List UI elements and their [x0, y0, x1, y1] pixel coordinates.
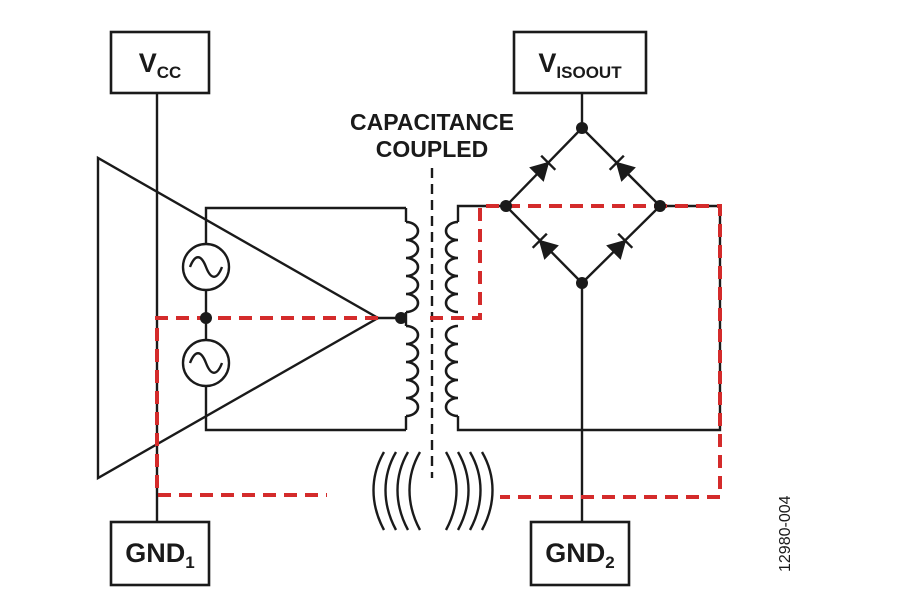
gnd2-box: GND2: [529, 520, 631, 587]
svg-text:GND2: GND2: [545, 538, 614, 572]
diode-icon: [608, 154, 636, 182]
amplifier-triangle-icon: [96, 155, 381, 481]
ac-source-icon: [181, 242, 231, 292]
transformer-coil-icon: [405, 220, 420, 314]
junction-dot: [395, 312, 407, 324]
primary-bottom-wire: [204, 386, 406, 432]
gnd1-sub: 1: [185, 553, 194, 572]
svg-text:VCC: VCC: [139, 48, 182, 82]
secondary-return-wire: [456, 204, 722, 432]
visoout-box: VISOOUT: [512, 30, 648, 95]
gnd1-main: GND: [125, 538, 185, 568]
ac-source-icon: [181, 338, 231, 388]
current-path-secondary: [430, 204, 722, 499]
gnd2-sub: 2: [605, 553, 614, 572]
vcc-main: V: [139, 48, 157, 78]
gnd1-box: GND1: [109, 520, 211, 587]
vcc-sub: CC: [157, 63, 182, 82]
figure-id: 12980-004: [777, 495, 794, 572]
visoout-main: V: [538, 48, 556, 78]
svg-text:GND1: GND1: [125, 538, 194, 572]
transformer-coil-icon: [405, 324, 420, 418]
primary-top-wire: [204, 206, 406, 244]
capacitance-label-line1: CAPACITANCE: [350, 109, 514, 135]
vcc-box: VCC: [109, 30, 211, 95]
junction-dot: [576, 122, 588, 134]
diode-icon: [531, 232, 559, 260]
field-lines: [372, 451, 494, 531]
diode-icon: [529, 154, 557, 182]
transformer-coil-icon: [444, 220, 459, 314]
junction-dot: [500, 200, 512, 212]
junction-dot: [200, 312, 212, 324]
capacitance-label-line2: COUPLED: [376, 136, 488, 162]
svg-text:VISOOUT: VISOOUT: [538, 48, 622, 82]
visoout-sub: ISOOUT: [556, 63, 622, 82]
junction-dot: [576, 277, 588, 289]
current-path-primary: [155, 316, 378, 497]
transformer-coil-icon: [444, 324, 459, 418]
junction-dot: [654, 200, 666, 212]
diode-icon: [606, 232, 634, 260]
gnd2-main: GND: [545, 538, 605, 568]
